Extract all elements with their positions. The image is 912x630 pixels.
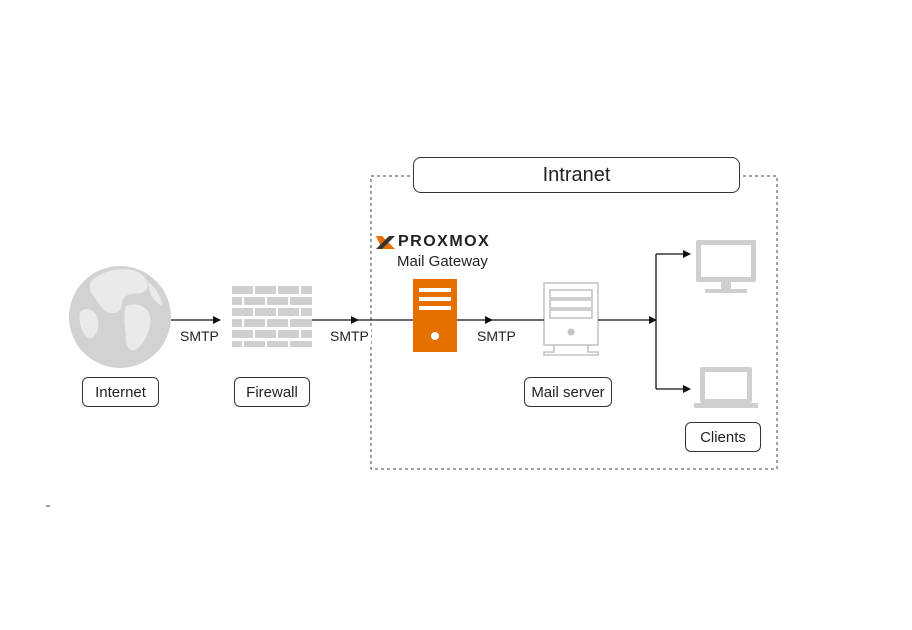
intranet-zone — [370, 175, 778, 470]
intranet-title: Intranet — [413, 157, 740, 193]
server-outline-icon — [543, 282, 599, 356]
edge-label-smtp-2: SMTP — [328, 328, 371, 344]
brick-wall-icon — [232, 286, 312, 347]
edge-label-smtp-3: SMTP — [475, 328, 518, 344]
mail-server-label: Mail server — [524, 377, 612, 407]
server-icon — [413, 279, 457, 352]
connection-lines — [171, 250, 691, 393]
firewall-label: Firewall — [234, 377, 310, 407]
edge-label-smtp-1: SMTP — [178, 328, 221, 344]
gateway-subtitle: Mail Gateway — [397, 253, 488, 270]
desktop-monitor-icon — [696, 240, 756, 293]
proxmox-brand-text: PROXMOX — [398, 233, 491, 250]
proxmox-logo-icon — [376, 236, 395, 249]
laptop-icon — [694, 367, 758, 408]
clients-label: Clients — [685, 422, 761, 452]
globe-icon — [69, 266, 171, 368]
internet-label: Internet — [82, 377, 159, 407]
